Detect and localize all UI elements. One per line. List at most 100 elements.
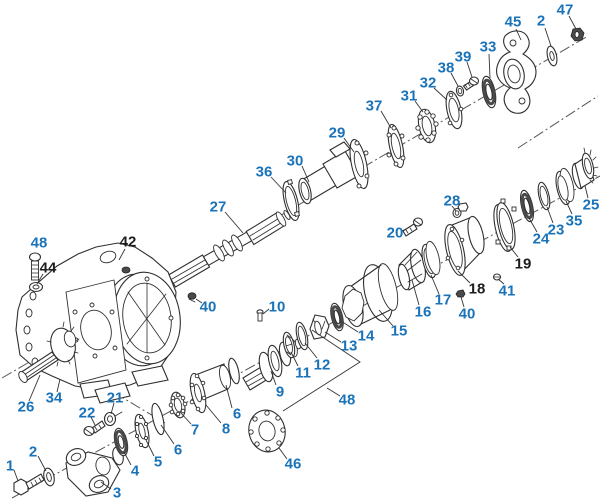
part-callout-45: 45	[505, 14, 522, 31]
part-callout-15: 15	[391, 323, 408, 340]
callout-leader-20	[401, 227, 409, 232]
bolt-20	[402, 217, 424, 237]
part-callout-46: 46	[285, 456, 302, 473]
yoke-45	[496, 30, 537, 114]
seal-4	[113, 427, 129, 457]
callout-leader-12	[304, 342, 318, 359]
part-callout-6: 6	[233, 406, 241, 423]
part-callout-8: 8	[222, 421, 230, 438]
part-callout-19: 19	[515, 256, 532, 273]
washer-44	[28, 281, 44, 293]
bearing-cup-17	[421, 240, 441, 279]
part-callout-14: 14	[358, 328, 375, 345]
callout-leader-41	[497, 278, 505, 285]
seal-33	[481, 75, 497, 109]
part-callout-2: 2	[29, 444, 37, 461]
part-callout-37: 37	[366, 98, 383, 115]
washer-2-lower	[43, 467, 55, 487]
adjusting-ring-19	[493, 198, 517, 252]
callout-leader-19	[509, 246, 519, 258]
part-callout-42: 42	[120, 234, 137, 251]
part-callout-17: 17	[435, 292, 452, 309]
callout-leader-34	[56, 378, 61, 393]
breather-40	[187, 292, 197, 300]
washer-11	[282, 331, 296, 359]
washer-21	[103, 411, 123, 427]
callout-leader-18	[457, 270, 471, 284]
bearing-31	[415, 108, 439, 144]
washer-38	[455, 85, 465, 97]
callout-leader-5	[145, 439, 155, 457]
callout-leader-28	[451, 205, 457, 212]
nut-13	[309, 314, 330, 340]
part-callout-24: 24	[533, 231, 550, 248]
callout-leader-42	[118, 248, 126, 261]
callout-leader-44	[36, 273, 44, 285]
part-callout-26: 26	[18, 399, 35, 416]
part-callout-35: 35	[566, 213, 583, 230]
bearing-cage-18	[444, 215, 485, 276]
callout-leader-2	[544, 27, 552, 47]
callout-leaders	[13, 15, 589, 490]
part-callout-30: 30	[287, 153, 304, 170]
part-callout-48: 48	[339, 392, 356, 409]
callout-leader-36	[270, 176, 287, 194]
bearing-cup-35	[555, 167, 575, 206]
flange-46	[248, 409, 286, 453]
part-callout-22: 22	[79, 405, 96, 422]
callout-leader-16	[411, 279, 420, 306]
callout-leader-47	[568, 15, 577, 30]
callout-leader-2	[37, 455, 47, 472]
part-callout-1: 1	[6, 458, 14, 475]
part-callout-44: 44	[40, 260, 57, 277]
callout-leader-48	[326, 387, 341, 397]
part-callout-40: 40	[459, 306, 476, 323]
callout-leader-39	[466, 61, 473, 78]
gasket-6-right	[228, 357, 240, 385]
callout-leader-6	[160, 424, 175, 445]
part-callout-10: 10	[269, 299, 286, 316]
part-callout-20: 20	[387, 225, 404, 242]
part-callout-39: 39	[455, 49, 472, 66]
callout-leader-1	[13, 469, 19, 482]
part-callout-25: 25	[583, 197, 600, 214]
callout-leader-35	[565, 200, 573, 215]
part-callout-34: 34	[46, 390, 63, 407]
callout-leader-29	[343, 137, 355, 153]
callout-leader-7	[179, 411, 192, 425]
lock-ring-36	[282, 179, 300, 222]
callout-leader-27	[224, 211, 244, 234]
callout-leader-21	[110, 402, 115, 415]
part-callout-31: 31	[401, 88, 418, 105]
part-callout-36: 36	[256, 164, 273, 181]
gasket-37	[386, 123, 406, 169]
part-callout-32: 32	[420, 75, 437, 92]
part-callout-38: 38	[438, 60, 455, 77]
callout-leader-13	[324, 331, 342, 343]
bolt-1	[13, 473, 45, 496]
callout-leader-23	[546, 206, 554, 224]
callout-leader-26	[28, 374, 41, 402]
pinion-9	[242, 338, 302, 391]
yoke-3	[65, 446, 124, 497]
bolt-39	[462, 76, 480, 91]
part-callout-28: 28	[444, 193, 461, 210]
callout-leader-32	[433, 87, 448, 101]
seal-24	[519, 189, 535, 223]
part-callout-47: 47	[557, 2, 574, 19]
callout-leader-40	[460, 296, 465, 308]
callout-leader-25	[584, 185, 589, 199]
callout-leader-17	[430, 274, 440, 295]
callout-leader-14	[340, 320, 359, 333]
part-callout-7: 7	[191, 422, 199, 439]
bearing-cage-29-30	[298, 138, 370, 205]
seal-14	[330, 302, 344, 332]
callout-leader-33	[488, 53, 491, 79]
bolt-48-top	[28, 252, 42, 281]
callout-leader-45	[515, 28, 522, 41]
pinion-shaft-27	[167, 210, 291, 288]
callout-leader-46	[278, 447, 288, 460]
callout-leader-38	[450, 72, 459, 87]
